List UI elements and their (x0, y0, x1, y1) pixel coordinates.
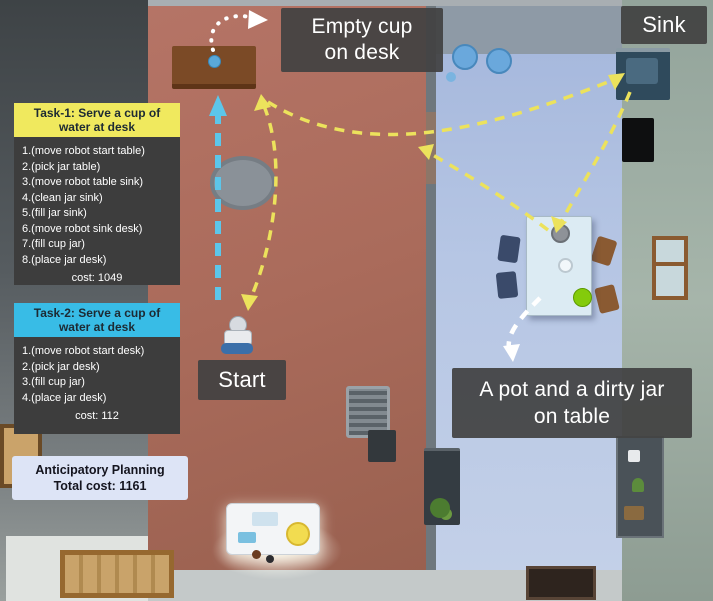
dirty-jar (558, 258, 573, 273)
wood-pallet (60, 550, 174, 598)
chair (497, 234, 521, 264)
summary-total: Total cost: 1161 (53, 479, 147, 493)
label-pot-jar-text: A pot and a dirty jar on table (479, 378, 665, 428)
desk-item (266, 555, 274, 563)
task2-step: 4.(place jar desk) (22, 391, 107, 404)
wall-speaker (622, 118, 654, 162)
blue-pot (486, 48, 512, 74)
task2-body: 1.(move robot start desk) 2.(pick jar de… (14, 337, 180, 434)
smiley-toy (286, 522, 310, 546)
label-empty-cup-text: Empty cup on desk (311, 15, 413, 64)
desk-item (252, 550, 261, 559)
label-empty-cup: Empty cup on desk (281, 8, 443, 72)
window-bar (652, 262, 688, 266)
cabinet-box (624, 506, 644, 520)
robot-base (221, 343, 253, 354)
doormat (526, 566, 596, 600)
summary-title: Anticipatory Planning (35, 463, 165, 477)
task1-title: Task-1: Serve a cup of water at desk (33, 106, 161, 134)
task1-step: 7.(fill cup jar) (22, 238, 85, 250)
plant (430, 498, 450, 518)
task1-step: 8.(place jar desk) (22, 253, 107, 266)
dark-stool (368, 430, 396, 462)
left-room-floor (148, 6, 426, 572)
task1-step: 2.(pick jar table) (22, 160, 101, 173)
pot-on-table (551, 224, 570, 243)
label-pot-jar: A pot and a dirty jar on table (452, 368, 692, 438)
label-sink-text: Sink (642, 12, 686, 37)
cabinet-item (628, 450, 640, 462)
summary-panel: Anticipatory Planning Total cost: 1161 (12, 456, 188, 500)
blue-pot (452, 44, 478, 70)
task2-step: 3.(fill cup jar) (22, 376, 85, 388)
label-start: Start (198, 360, 286, 400)
task1-step: 5.(fill jar sink) (22, 207, 87, 219)
cabinet-plant (632, 478, 644, 492)
label-sink: Sink (621, 6, 707, 44)
green-ball (573, 288, 592, 307)
doorway (426, 112, 436, 184)
task1-step: 4.(clean jar sink) (22, 191, 103, 204)
task2-title: Task-2: Serve a cup of water at desk (33, 306, 161, 334)
task2-step: 1.(move robot start desk) (22, 345, 145, 357)
desk-cup (238, 532, 256, 543)
task1-header: Task-1: Serve a cup of water at desk (14, 103, 180, 137)
task2-step: 2.(pick jar desk) (22, 360, 100, 373)
sink-basin (626, 58, 658, 84)
task2-cost: cost: 112 (75, 410, 119, 422)
window (652, 236, 688, 300)
chair (495, 271, 519, 299)
blue-pot-small (446, 72, 456, 82)
room-divider-wall (426, 6, 436, 572)
top-wall (148, 0, 622, 7)
left-wall (0, 0, 148, 601)
task1-step: 6.(move robot sink desk) (22, 222, 143, 235)
task2-header: Task-2: Serve a cup of water at desk (14, 303, 180, 337)
desk-screen (252, 512, 278, 526)
floor-rug (210, 156, 276, 210)
empty-cup (208, 55, 221, 68)
task1-step: 1.(move robot start table) (22, 145, 145, 157)
label-start-text: Start (218, 367, 266, 392)
metal-cart (346, 386, 390, 438)
task1-cost: cost: 1049 (71, 272, 123, 284)
task1-body: 1.(move robot start table) 2.(pick jar t… (14, 137, 180, 285)
task1-step: 3.(move robot table sink) (22, 176, 144, 188)
